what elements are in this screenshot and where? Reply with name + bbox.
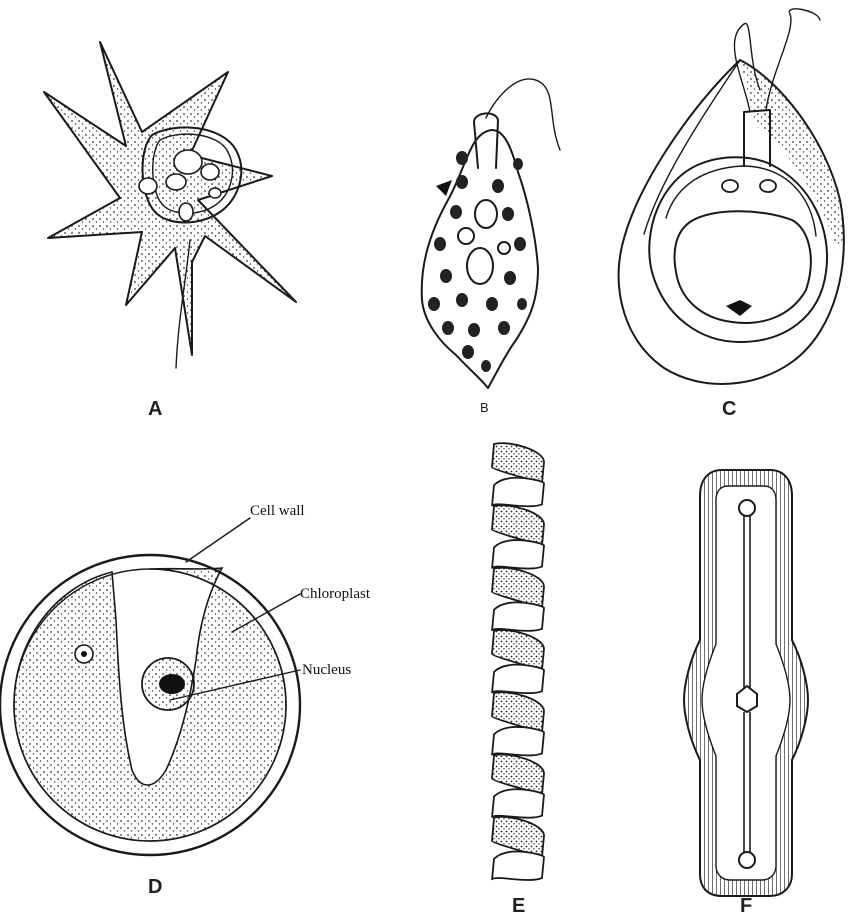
- panel-label-e: E: [512, 895, 525, 915]
- annotation-cell-wall: Cell wall: [250, 503, 305, 519]
- organism-a-granule: [166, 174, 186, 190]
- annotation-chloroplast: Chloroplast: [300, 586, 371, 602]
- organism-f: [684, 470, 808, 896]
- annotation-nucleus: Nucleus: [302, 662, 351, 678]
- organism-b: [422, 79, 560, 388]
- leader-cell-wall: [186, 518, 250, 562]
- panel-label-c: C: [722, 398, 736, 420]
- organism-d-nucleolus: [159, 674, 185, 694]
- organism-a-granule: [209, 188, 221, 198]
- organism-c: [619, 9, 844, 384]
- organism-a-granule: [174, 150, 202, 174]
- organism-c-vacuole: [760, 180, 776, 192]
- organism-c-vacuole: [722, 180, 738, 192]
- organism-a-granule: [179, 203, 193, 221]
- organism-e-helix-band-open: [492, 789, 544, 817]
- organism-d-eyespot-center: [81, 651, 87, 657]
- organism-a-granule: [201, 164, 219, 180]
- organism-e: [492, 443, 544, 880]
- organism-a-granule: [139, 178, 157, 194]
- organism-e-helix-band-open: [492, 852, 544, 880]
- organism-a-body: [44, 42, 296, 355]
- organism-c-lorica-stipple: [740, 60, 844, 250]
- organism-c-inner-wall: [666, 166, 816, 236]
- panel-label-b: B: [480, 400, 489, 415]
- organism-e-helix-band-open: [492, 602, 544, 630]
- organism-d: [0, 518, 300, 855]
- organism-e-helix-band-open: [492, 727, 544, 755]
- organism-e-helix-band-open: [492, 540, 544, 568]
- panel-label-d: D: [148, 876, 162, 898]
- organism-e-helix-band-open: [492, 478, 544, 506]
- organism-a: [44, 42, 296, 368]
- panel-label-f: F: [740, 895, 752, 915]
- organism-b-gullet: [474, 113, 498, 168]
- organism-e-helix-band-open: [492, 665, 544, 693]
- panel-label-a: A: [148, 398, 162, 420]
- organism-c-pyrenoid: [726, 300, 752, 316]
- organism-f-polar-nodule: [739, 852, 755, 868]
- organism-f-polar-nodule: [739, 500, 755, 516]
- organism-b-eyespot: [436, 180, 452, 196]
